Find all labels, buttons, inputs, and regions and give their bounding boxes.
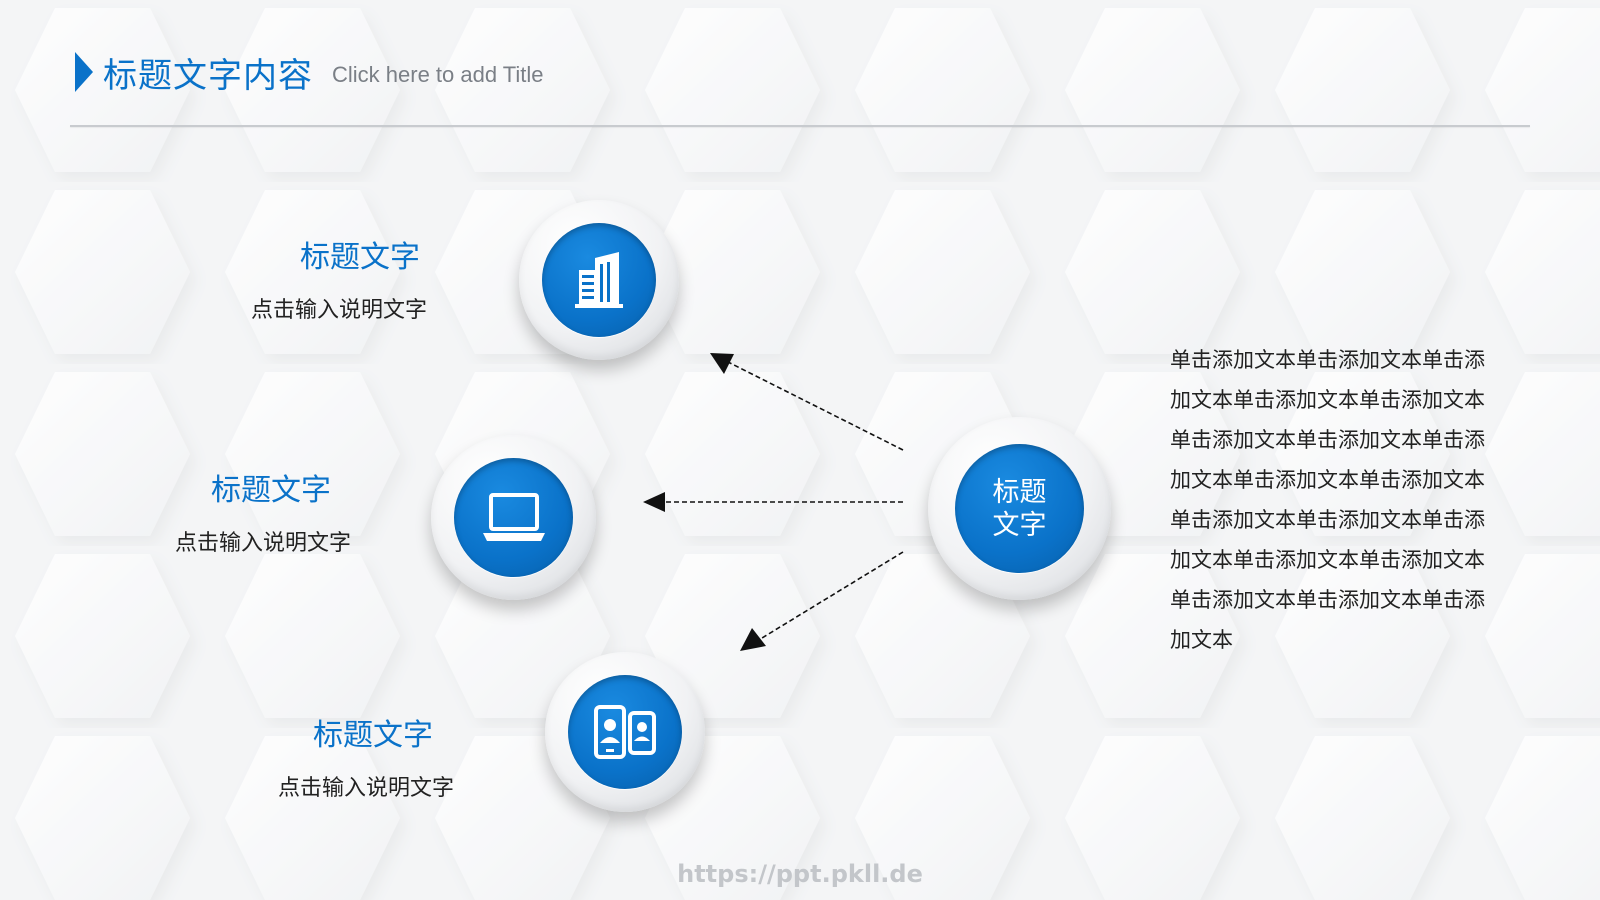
center-circle: 标题 文字 bbox=[928, 417, 1111, 600]
item-desc-1[interactable]: 点击输入说明文字 bbox=[251, 298, 428, 323]
item-circle-2 bbox=[431, 435, 596, 600]
arrow-to-bottom bbox=[761, 551, 904, 639]
description-paragraph[interactable]: 单击添加文本单击添加文本单击添加文本单击添加文本单击添加文本单击添加文本单击添加… bbox=[1170, 348, 1485, 652]
page-subtitle[interactable]: Click here to add Title bbox=[332, 62, 544, 87]
arrowhead-middle bbox=[643, 492, 665, 512]
title-marker-icon bbox=[75, 52, 93, 92]
arrowhead-top bbox=[710, 353, 734, 374]
laptop-icon bbox=[482, 492, 545, 541]
header-divider bbox=[70, 125, 1530, 127]
center-label[interactable]: 标题 文字 bbox=[980, 476, 1060, 542]
center-label-line1: 标题 bbox=[992, 476, 1047, 508]
contacts-icon bbox=[594, 705, 656, 759]
center-label-line2: 文字 bbox=[992, 509, 1047, 541]
building-icon bbox=[575, 252, 623, 308]
arrowhead-bottom bbox=[740, 628, 766, 651]
item-title-3[interactable]: 标题文字 bbox=[313, 718, 433, 753]
item-circle-1 bbox=[519, 200, 679, 360]
page-title[interactable]: 标题文字内容 bbox=[103, 56, 313, 96]
watermark-text: https://ppt.pkll.de bbox=[677, 860, 923, 888]
item-circle-3 bbox=[545, 652, 705, 812]
item-title-2[interactable]: 标题文字 bbox=[211, 473, 331, 508]
arrow-to-top bbox=[727, 361, 904, 451]
item-title-1[interactable]: 标题文字 bbox=[300, 240, 420, 275]
item-desc-2[interactable]: 点击输入说明文字 bbox=[175, 531, 352, 556]
item-desc-3[interactable]: 点击输入说明文字 bbox=[278, 776, 455, 801]
